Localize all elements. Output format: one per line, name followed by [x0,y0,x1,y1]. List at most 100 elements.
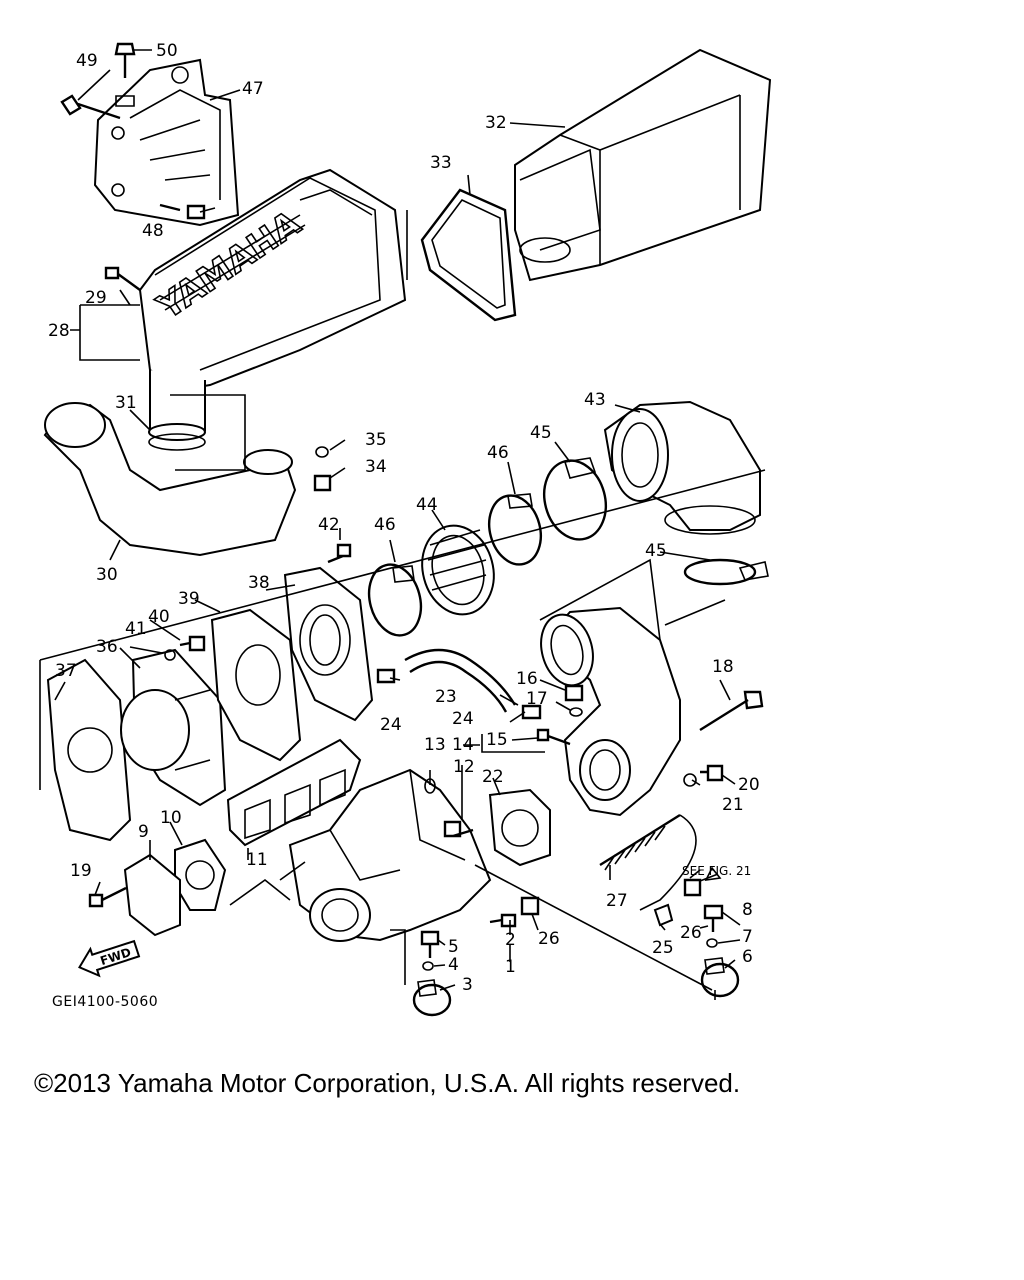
hose-clamp-46-upper [488,493,542,566]
bolt-49 [60,94,121,120]
callout-label: 9 [138,822,149,842]
callout-label: 2 [505,930,516,950]
gasket-33 [420,188,517,322]
callout-label: 37 [55,661,77,681]
callout-label: 48 [142,221,164,241]
copyright-notice: ©2013 Yamaha Motor Corporation, U.S.A. A… [34,1068,741,1098]
bolt-12 [443,820,474,838]
bolt-50 [114,42,136,107]
callout-label: 39 [178,589,200,609]
callout-label: 18 [712,657,734,677]
bolt-40 [164,635,206,661]
hose-clamp-45-lower [683,558,769,586]
hose-clamp-6 [700,957,740,998]
callout-label: 10 [160,808,182,828]
exhaust-manifold-1 [288,768,492,942]
callout-label: 14 [452,735,474,755]
callout-label: 29 [85,288,107,308]
callout-label: 50 [156,41,178,61]
bolt-19 [88,886,127,908]
callout-label: 4 [448,955,459,975]
callout-label: 42 [318,515,340,535]
callout-label: 19 [70,861,92,881]
washer-35 [315,446,329,458]
callout-label: 28 [48,321,70,341]
exhaust-plate-38 [283,566,374,722]
callout-label: 46 [374,515,396,535]
callout-label: 8 [742,900,753,920]
exhaust-manifold-36 [120,648,227,807]
callout-labels: 1 2 3 4 5 6 7 8 9 10 11 12 13 14 15 16 1… [48,41,760,995]
callout-label: 32 [485,113,507,133]
hose-clamp-3 [412,979,452,1017]
callout-label: 11 [246,850,268,870]
callout-label: 15 [486,730,508,750]
callout-label: 5 [448,937,459,957]
see-fig-note: SEE FIG. 21 [682,864,751,878]
callout-label: 27 [606,891,628,911]
callout-label: 47 [242,79,264,99]
callout-label: 41 [125,619,147,639]
callout-label: 24 [452,709,474,729]
bolt-42 [327,543,352,564]
callout-label: 7 [742,927,753,947]
bolt-2 [489,913,517,928]
callout-label: 31 [115,393,137,413]
bolt-34 [313,474,332,492]
callout-label: 12 [453,757,475,777]
callout-label: 38 [248,573,270,593]
callout-label: 24 [380,715,402,735]
callout-label: 16 [516,669,538,689]
washer-7 [706,938,718,948]
fitting-25 [653,903,674,927]
callout-label: 33 [430,153,452,173]
nut-26-center [520,896,540,916]
callout-label: 1 [505,957,516,977]
callout-label: 13 [424,735,446,755]
callout-label: 22 [482,767,504,787]
callout-label: 23 [435,687,457,707]
callout-label: 43 [584,390,606,410]
drawing-code: GEI4100-5060 [52,994,158,1010]
callout-label: 21 [722,795,744,815]
gasket-39 [210,608,302,762]
cap-16 [564,684,584,702]
cover-9 [123,853,181,937]
callout-label: 49 [76,51,98,71]
gasket-11 [226,738,362,847]
cable-27 [599,813,697,911]
hose-clamp-45-upper [543,457,607,541]
gasket-10 [174,838,227,911]
callout-label: 45 [530,423,552,443]
callout-leaders [54,49,741,991]
engine-mount-bracket [93,58,240,227]
callout-label: 26 [680,923,702,943]
clip-24-upper [376,668,396,684]
bolt-18 [699,690,764,732]
muffler-outlet [148,370,206,451]
washer-21 [683,773,697,787]
bolt-20 [700,764,724,782]
callout-label: 3 [462,975,473,995]
callout-label: 30 [96,565,118,585]
fwd-arrow-icon: FWD [78,939,141,978]
assembly-leader-lines [39,210,766,1000]
callout-label: 34 [365,457,387,477]
gasket-37 [46,658,132,842]
water-hose-23 [404,648,517,713]
callout-label: 26 [538,929,560,949]
callout-label: 45 [645,541,667,561]
callout-label: 25 [652,938,674,958]
callout-label: 35 [365,430,387,450]
water-box [514,48,772,282]
exhaust-elbow-14 [540,606,681,817]
gasket-22 [488,788,551,867]
hose-clamp-46-lower [367,563,423,637]
bolt-15 [536,728,571,746]
callout-label: 6 [742,947,753,967]
bolt-8 [703,904,724,932]
callout-label: 46 [487,443,509,463]
callout-label: 17 [526,689,548,709]
bolt-48 [159,203,206,220]
bolt-29 [104,266,141,291]
